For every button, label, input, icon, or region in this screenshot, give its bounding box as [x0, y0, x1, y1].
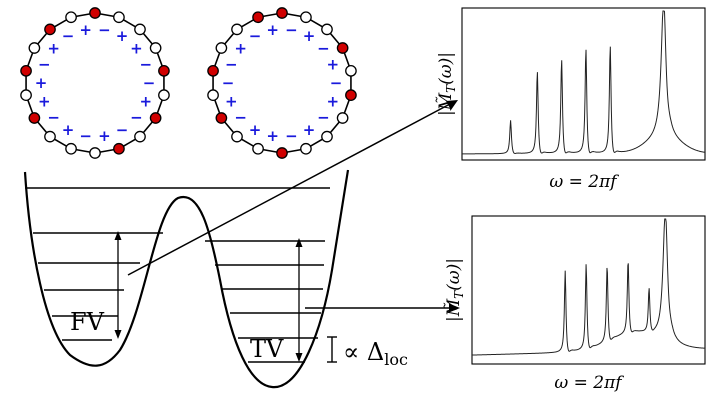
charge-sign: − [62, 27, 75, 45]
plot-ylabel: |M̃T(ω)| [444, 258, 466, 322]
tv-pointer-arrow [305, 303, 460, 313]
spin-site [215, 42, 228, 54]
spin-site [158, 89, 170, 102]
fv-label: FV [70, 308, 105, 336]
charge-sign: + [116, 27, 129, 45]
charge-sign: + [303, 27, 316, 45]
spin-site [89, 147, 101, 159]
charge-sign: − [234, 109, 247, 127]
charge-sign: + [98, 127, 111, 145]
charge-sign: + [225, 92, 238, 110]
charge-sign: + [266, 21, 279, 39]
spin-site [345, 64, 357, 77]
spin-site [215, 112, 228, 124]
charge-sign: + [47, 39, 60, 57]
spin-site [20, 89, 32, 102]
charge-sign: − [79, 127, 92, 145]
spin-site [134, 130, 146, 143]
spin-site [276, 7, 288, 19]
spin-site [207, 64, 219, 77]
spin-site [276, 147, 288, 159]
charge-sign: + [139, 92, 152, 110]
spectrum-curve [471, 218, 706, 356]
charge-sign: − [249, 27, 262, 45]
charge-sign: − [98, 21, 111, 39]
spectrum-plot-false-vacuum: |M̃T(ω)| ω = 2πf [436, 7, 706, 192]
double-well-potential: FV TV ∝ Δloc [23, 100, 460, 389]
spectrum-curve [462, 10, 706, 155]
tv-label: TV [250, 335, 284, 363]
spin-site [113, 142, 125, 155]
charge-sign: − [285, 21, 298, 39]
charge-sign: − [317, 39, 330, 57]
charge-sign: + [326, 92, 339, 110]
spin-site [65, 142, 77, 155]
charge-sign: − [285, 127, 298, 145]
fv-pointer-arrow [127, 100, 458, 276]
spin-site [89, 7, 101, 19]
tv-gap-arrow [295, 238, 303, 362]
charge-sign: + [326, 56, 339, 74]
spin-site [65, 11, 77, 24]
charge-sign: − [139, 56, 152, 74]
plot-xlabel: ω = 2πf [549, 172, 619, 192]
delta-loc-label: ∝ Δloc [343, 338, 408, 369]
charge-sign: + [35, 74, 48, 92]
spin-site [300, 142, 312, 155]
plot-ylabel: |M̃T(ω)| [436, 52, 458, 116]
charge-sign: − [130, 109, 143, 127]
charge-sign: + [130, 39, 143, 57]
spin-site [134, 23, 146, 36]
spin-site [231, 23, 243, 36]
charge-sign: − [225, 56, 238, 74]
delta-loc-bracket [327, 336, 337, 363]
spin-site [28, 42, 41, 54]
spin-site [149, 112, 162, 124]
spin-site [44, 23, 56, 36]
charge-sign: − [116, 121, 129, 139]
spin-site [20, 64, 32, 77]
spin-site [321, 23, 333, 36]
spin-site [336, 42, 349, 54]
spin-site [336, 112, 349, 124]
spin-site [321, 130, 333, 143]
charge-sign: − [222, 74, 235, 92]
charge-sign: − [38, 56, 51, 74]
spin-site [149, 42, 162, 54]
fv-gap-arrow [114, 231, 122, 339]
spin-site [113, 11, 125, 24]
energy-levels [25, 187, 330, 363]
spin-site [44, 130, 56, 143]
charge-sign: − [143, 74, 156, 92]
charge-sign: + [303, 121, 316, 139]
spin-site [300, 11, 312, 24]
spin-site [345, 89, 357, 102]
charge-sign: + [79, 21, 92, 39]
charge-sign: − [330, 74, 343, 92]
spin-site [158, 64, 170, 77]
spin-ring: −++−−+−−+−+−++−+−+ [20, 7, 170, 159]
charge-sign: − [47, 109, 60, 127]
spin-site [28, 112, 41, 124]
spin-ring: −+−+−+−+−++−+−−+−+ [207, 7, 357, 159]
charge-sign: + [62, 121, 75, 139]
charge-sign: + [234, 39, 247, 57]
spin-rings: −++−−+−−+−+−++−+−+−+−+−+−+−++−+−−+−+ [20, 7, 357, 159]
spectrum-plot-true-vacuum: |M̃T(ω)| ω = 2πf [444, 215, 706, 393]
charge-sign: + [266, 127, 279, 145]
charge-sign: + [249, 121, 262, 139]
potential-curve [23, 169, 350, 389]
spin-site [252, 11, 264, 24]
plot-xlabel: ω = 2πf [554, 373, 624, 393]
spin-site [207, 89, 219, 102]
plot-frame [471, 215, 706, 365]
spin-site [231, 130, 243, 143]
charge-sign: − [317, 109, 330, 127]
plot-frame [461, 7, 706, 161]
spin-site [252, 142, 264, 155]
charge-sign: + [38, 92, 51, 110]
